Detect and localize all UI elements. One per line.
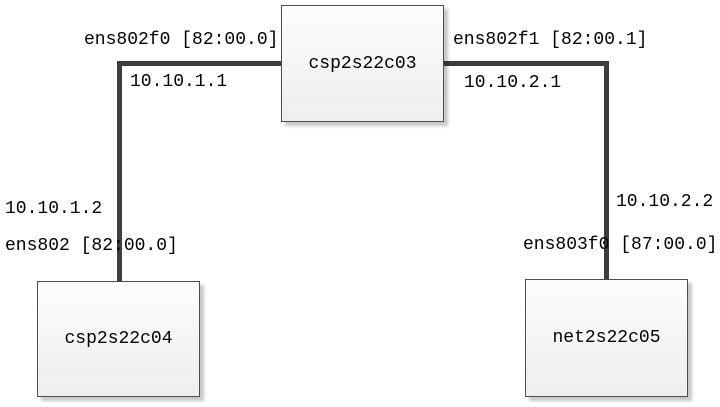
edge-c03-to-c04-horizontal-segment (117, 61, 281, 66)
edge-label-c03-interface-left: ens802f0 [82:00.0] (84, 30, 279, 50)
node-label-csp2s22c03: csp2s22c03 (308, 53, 417, 74)
edge-label-c04-interface: ens802 [82:00.0] (5, 236, 178, 256)
edge-c03-to-c04-vertical-segment (117, 61, 122, 281)
node-csp2s22c03: csp2s22c03 (281, 5, 444, 122)
node-net2s22c05: net2s22c05 (525, 279, 688, 397)
edge-label-c03-ip-left: 10.10.1.1 (130, 72, 228, 92)
node-label-csp2s22c04: csp2s22c04 (64, 329, 173, 349)
edge-c03-to-n05-vertical-segment (604, 61, 609, 279)
edge-c03-to-n05-horizontal-segment (444, 61, 609, 66)
node-csp2s22c04: csp2s22c04 (37, 281, 200, 397)
edge-label-n05-interface: ens803f0 [87:00.0] (523, 235, 718, 255)
edge-label-c04-ip: 10.10.1.2 (5, 199, 103, 219)
node-label-net2s22c05: net2s22c05 (552, 328, 661, 348)
edge-label-c03-interface-right: ens802f1 [82:00.1] (453, 30, 648, 50)
edge-label-c03-ip-right: 10.10.2.1 (464, 73, 562, 93)
edge-label-n05-ip: 10.10.2.2 (616, 192, 714, 212)
